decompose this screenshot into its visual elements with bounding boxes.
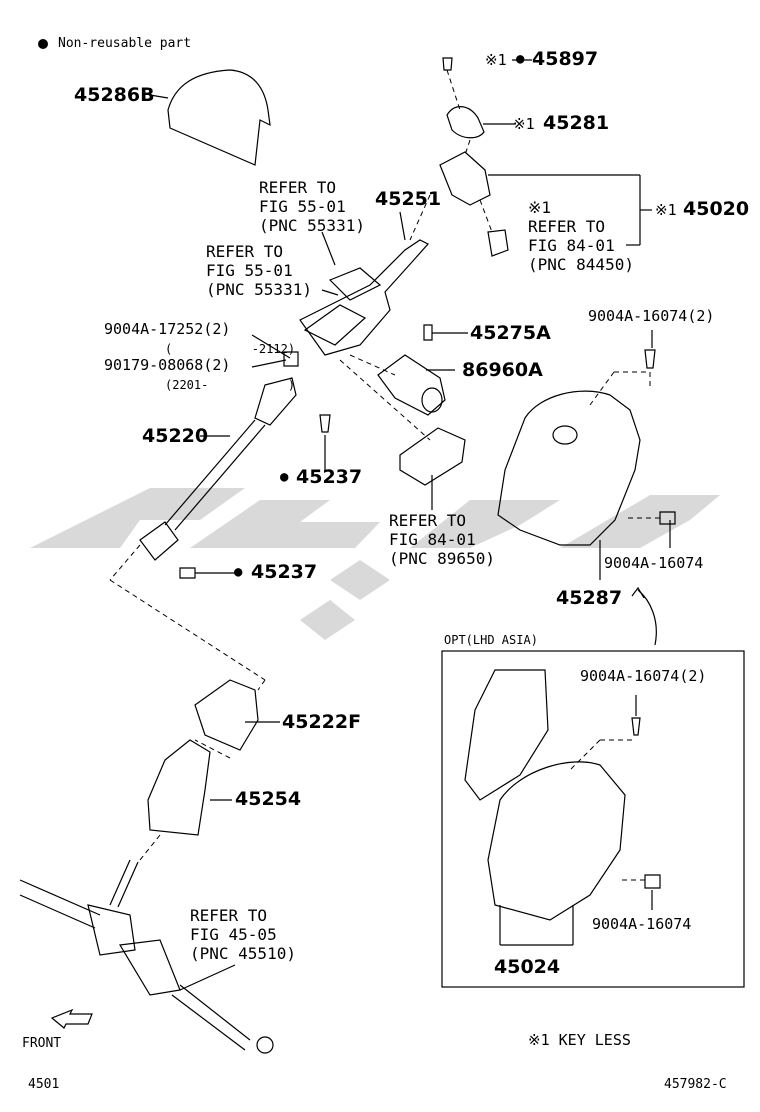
figure-code: 457982-C [664, 1077, 727, 1092]
opt-lower-cover [487, 761, 626, 921]
code-9004a-16074-2-a[interactable]: 9004A-16074(2) [588, 307, 715, 325]
keyless-mark-45897: ※1 [485, 51, 507, 69]
code-90179-08068[interactable]: 90179-08068(2) [104, 356, 231, 374]
ref-45510-line3[interactable]: (PNC 45510) [190, 944, 296, 963]
opt-lhd-asia-box [441, 650, 745, 988]
ref-55331b-line2[interactable]: FIG 55-01 [206, 261, 293, 280]
ref-45510-line2[interactable]: FIG 45-05 [190, 925, 277, 944]
front-arrow-icon [50, 1008, 93, 1029]
part-45281 [446, 106, 485, 139]
part-label-45281[interactable]: 45281 [543, 112, 610, 134]
boot-45222f [194, 679, 259, 751]
keyless-mark-45020: ※1 [655, 201, 677, 219]
ref-45510-line1[interactable]: REFER TO [190, 906, 268, 925]
ref-55331a-line1[interactable]: REFER TO [259, 178, 337, 197]
ecu-box [399, 427, 466, 486]
part-label-45020[interactable]: 45020 [683, 198, 750, 220]
part-label-45024[interactable]: 45024 [494, 956, 561, 978]
legend-dot-icon [38, 39, 48, 49]
part-label-45897[interactable]: 45897 [532, 48, 599, 70]
ref-55331b-line3[interactable]: (PNC 55331) [206, 280, 312, 299]
keyless-mark-45281: ※1 [513, 115, 535, 133]
non-reusable-dot-icon: ● [516, 51, 525, 67]
steering-gear [87, 904, 136, 956]
curved-arrow-icon [637, 589, 657, 646]
ref-89650-line3[interactable]: (PNC 89650) [389, 549, 495, 568]
motor-86960a [377, 354, 446, 416]
steering-column [299, 239, 429, 356]
code-9004a-17252[interactable]: 9004A-17252(2) [104, 320, 231, 338]
upper-column-cover [167, 69, 271, 166]
front-label: FRONT [22, 1036, 62, 1051]
part-label-45237-a[interactable]: 45237 [296, 466, 363, 488]
part-label-45254[interactable]: 45254 [235, 788, 302, 810]
range-note-2: (2201- ) [165, 378, 296, 392]
part-45254 [147, 739, 211, 836]
code-9004a-16074-a[interactable]: 9004A-16074 [604, 554, 704, 572]
ref-89650-line1[interactable]: REFER TO [389, 511, 467, 530]
lower-column-cover [497, 390, 641, 546]
intermediate-shaft [254, 377, 297, 426]
code-9004a-16074-b[interactable]: 9004A-16074 [592, 915, 692, 933]
part-label-45222f[interactable]: 45222F [282, 711, 362, 733]
part-45897 [442, 57, 453, 71]
part-label-45287[interactable]: 45287 [556, 587, 623, 609]
lock-assembly [439, 151, 491, 206]
ref-55331a-line2[interactable]: FIG 55-01 [259, 197, 346, 216]
part-label-45251[interactable]: 45251 [375, 188, 442, 210]
ref-55331b-line1[interactable]: REFER TO [206, 242, 284, 261]
part-label-45237-b[interactable]: 45237 [251, 561, 318, 583]
legend-text: Non-reusable part [58, 36, 192, 51]
range-note-1: ( -2112) [165, 342, 296, 356]
opt-upper-cover [464, 669, 549, 801]
opt-label: OPT(LHD ASIA) [444, 633, 538, 647]
part-label-45275a[interactable]: 45275A [470, 322, 551, 344]
ref-84450-line3[interactable]: (PNC 84450) [528, 255, 634, 274]
keyless-mark-ref-84450: ※1 [528, 198, 552, 217]
part-label-45220[interactable]: 45220 [142, 425, 209, 447]
part-label-86960a[interactable]: 86960A [462, 359, 543, 381]
page-number: 4501 [28, 1077, 60, 1092]
watermark-logo [30, 488, 720, 640]
part-label-45286b[interactable]: 45286B [74, 84, 155, 106]
non-reusable-dot-icon: ● [280, 469, 289, 485]
non-reusable-dot-icon: ● [234, 564, 243, 580]
ref-89650-line2[interactable]: FIG 84-01 [389, 530, 476, 549]
code-9004a-16074-2-b[interactable]: 9004A-16074(2) [580, 667, 707, 685]
ref-84450-line2[interactable]: FIG 84-01 [528, 236, 615, 255]
ref-55331a-line3[interactable]: (PNC 55331) [259, 216, 365, 235]
ref-84450-line1[interactable]: REFER TO [528, 217, 606, 236]
keyless-footnote: ※1 KEY LESS [528, 1031, 631, 1049]
